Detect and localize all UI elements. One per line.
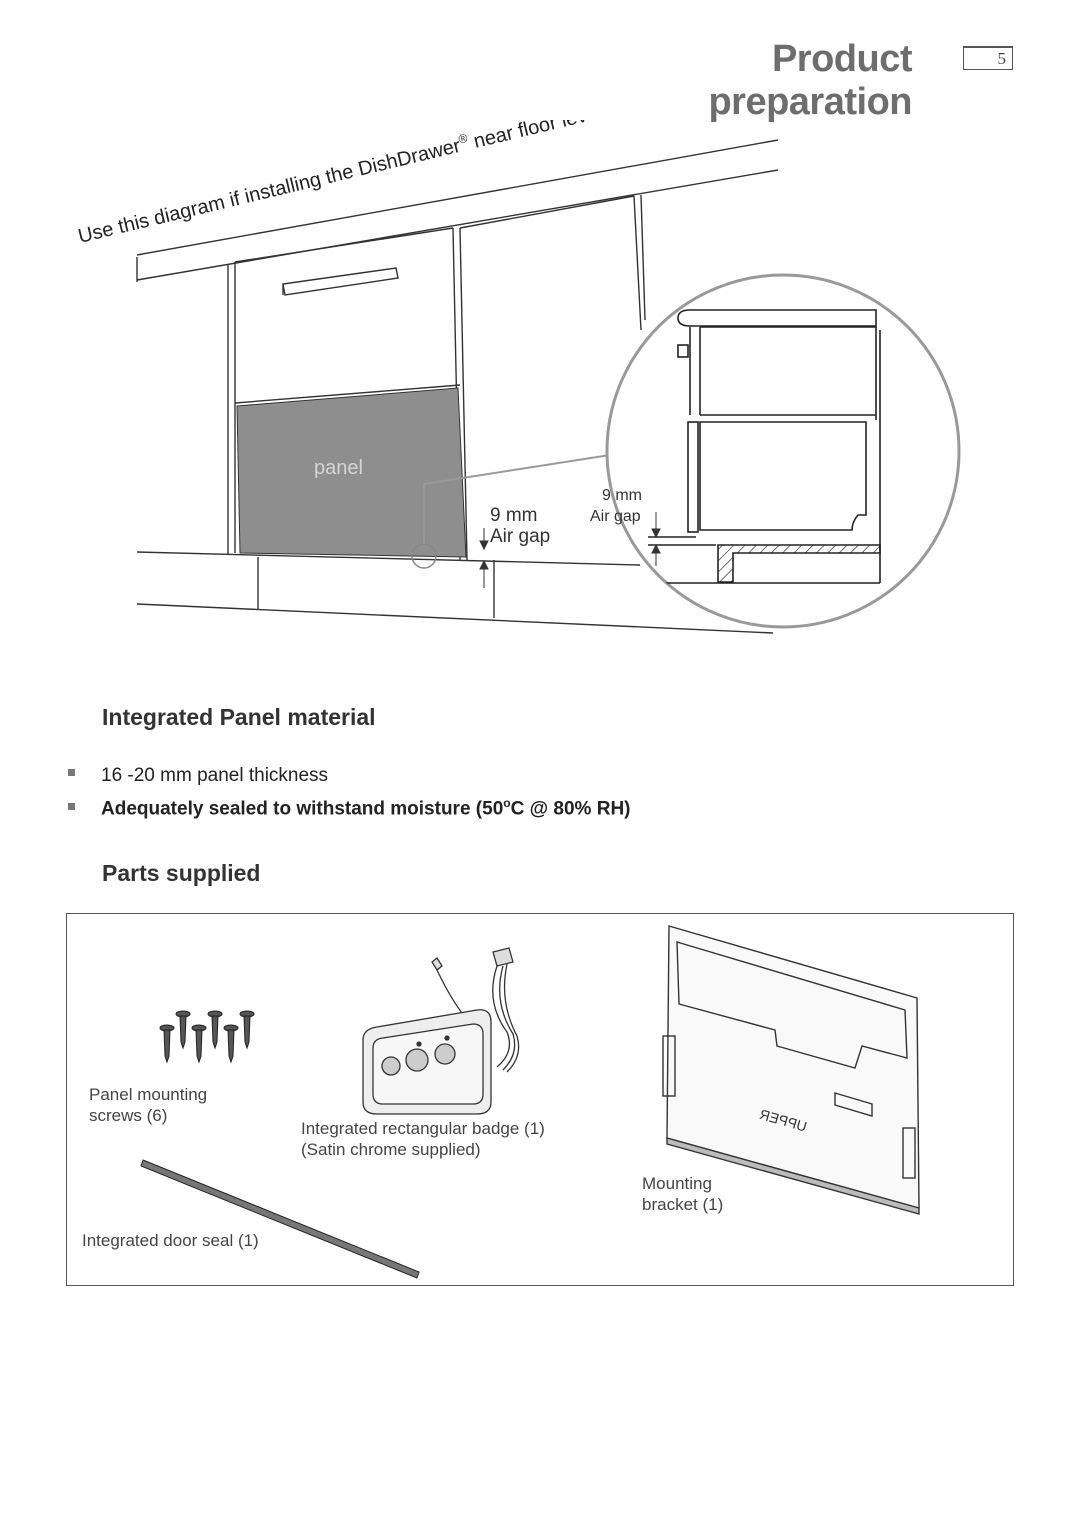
detail-circle <box>605 273 961 629</box>
badge-label-line1: Integrated rectangular badge (1) <box>301 1119 545 1138</box>
bullet-icon <box>68 769 75 777</box>
parts-heading: Parts supplied <box>102 860 261 886</box>
panel-shading <box>236 387 467 558</box>
screws-label-line2: screws (6) <box>89 1106 168 1125</box>
badge-icon <box>362 947 520 1115</box>
installation-diagram: Use this diagram if installing the DishD… <box>76 120 961 634</box>
screws-icon <box>159 1010 255 1064</box>
badge-label: Integrated rectangular badge (1) (Satin … <box>301 1118 545 1160</box>
screws-label: Panel mounting screws (6) <box>89 1084 207 1126</box>
air-gap-arrow <box>479 528 489 588</box>
detail-gap-arrow <box>651 512 661 566</box>
air-gap-value: 9 mm <box>490 505 538 526</box>
door-seal-icon <box>140 1159 420 1279</box>
detail-gap-value: 9 mm <box>602 487 642 504</box>
air-gap-label: Air gap <box>490 526 550 547</box>
bullet-thickness: 16 -20 mm panel thickness <box>68 765 328 787</box>
cabinet-frame <box>227 194 646 561</box>
page-number: 5 <box>963 46 1013 70</box>
bracket-label: Mounting bracket (1) <box>642 1173 723 1215</box>
bullet-moisture-text: Adequately sealed to withstand moisture … <box>101 798 504 820</box>
bracket-label-line2: bracket (1) <box>642 1195 724 1214</box>
panel-material-heading: Integrated Panel material <box>102 704 376 730</box>
page-title: Product preparation <box>708 38 912 123</box>
floor-lines <box>136 551 774 634</box>
degree-superscript: o <box>503 796 511 810</box>
badge-label-line2: (Satin chrome supplied) <box>301 1140 481 1159</box>
bullet-moisture-text-end: C @ 80% RH) <box>510 798 631 820</box>
bullet-moisture: Adequately sealed to withstand moisture … <box>68 796 631 820</box>
bracket-label-line1: Mounting <box>642 1174 712 1193</box>
panel-label: panel <box>314 457 363 479</box>
bullet-thickness-text: 16 -20 mm panel thickness <box>101 765 329 786</box>
countertop <box>136 139 779 282</box>
screws-label-line1: Panel mounting <box>89 1085 208 1104</box>
parts-box: Panel mounting screws (6) Integrated rec… <box>66 913 1014 1286</box>
seal-label: Integrated door seal (1) <box>82 1231 259 1250</box>
detail-gap-label: Air gap <box>590 508 641 525</box>
bullet-icon <box>68 802 75 810</box>
mounting-bracket-icon: UPPER <box>662 925 920 1215</box>
